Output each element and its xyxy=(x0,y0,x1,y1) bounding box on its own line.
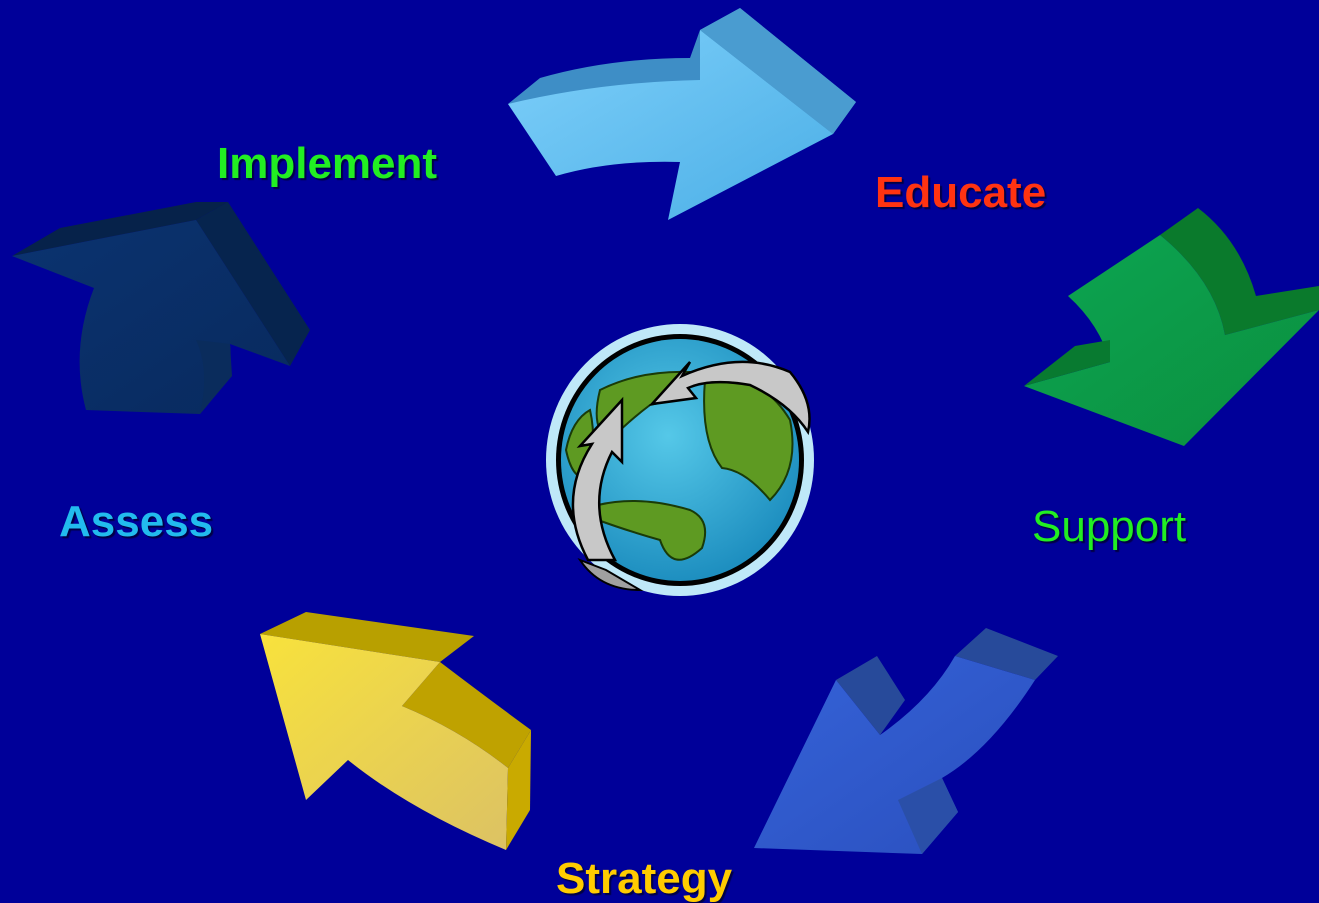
globe-with-circular-arrows-icon xyxy=(546,324,814,596)
arrow-bottom-left xyxy=(260,612,531,850)
label-educate: Educate xyxy=(875,168,1047,217)
label-support: Support xyxy=(1032,502,1187,551)
arrow-left xyxy=(12,202,310,414)
label-assess: Assess xyxy=(59,497,214,546)
arrow-top xyxy=(508,8,856,220)
label-implement: Implement xyxy=(217,139,438,188)
arrow-right xyxy=(1024,208,1319,446)
arrow-bottom-right xyxy=(754,628,1058,854)
label-strategy: Strategy xyxy=(556,854,733,903)
